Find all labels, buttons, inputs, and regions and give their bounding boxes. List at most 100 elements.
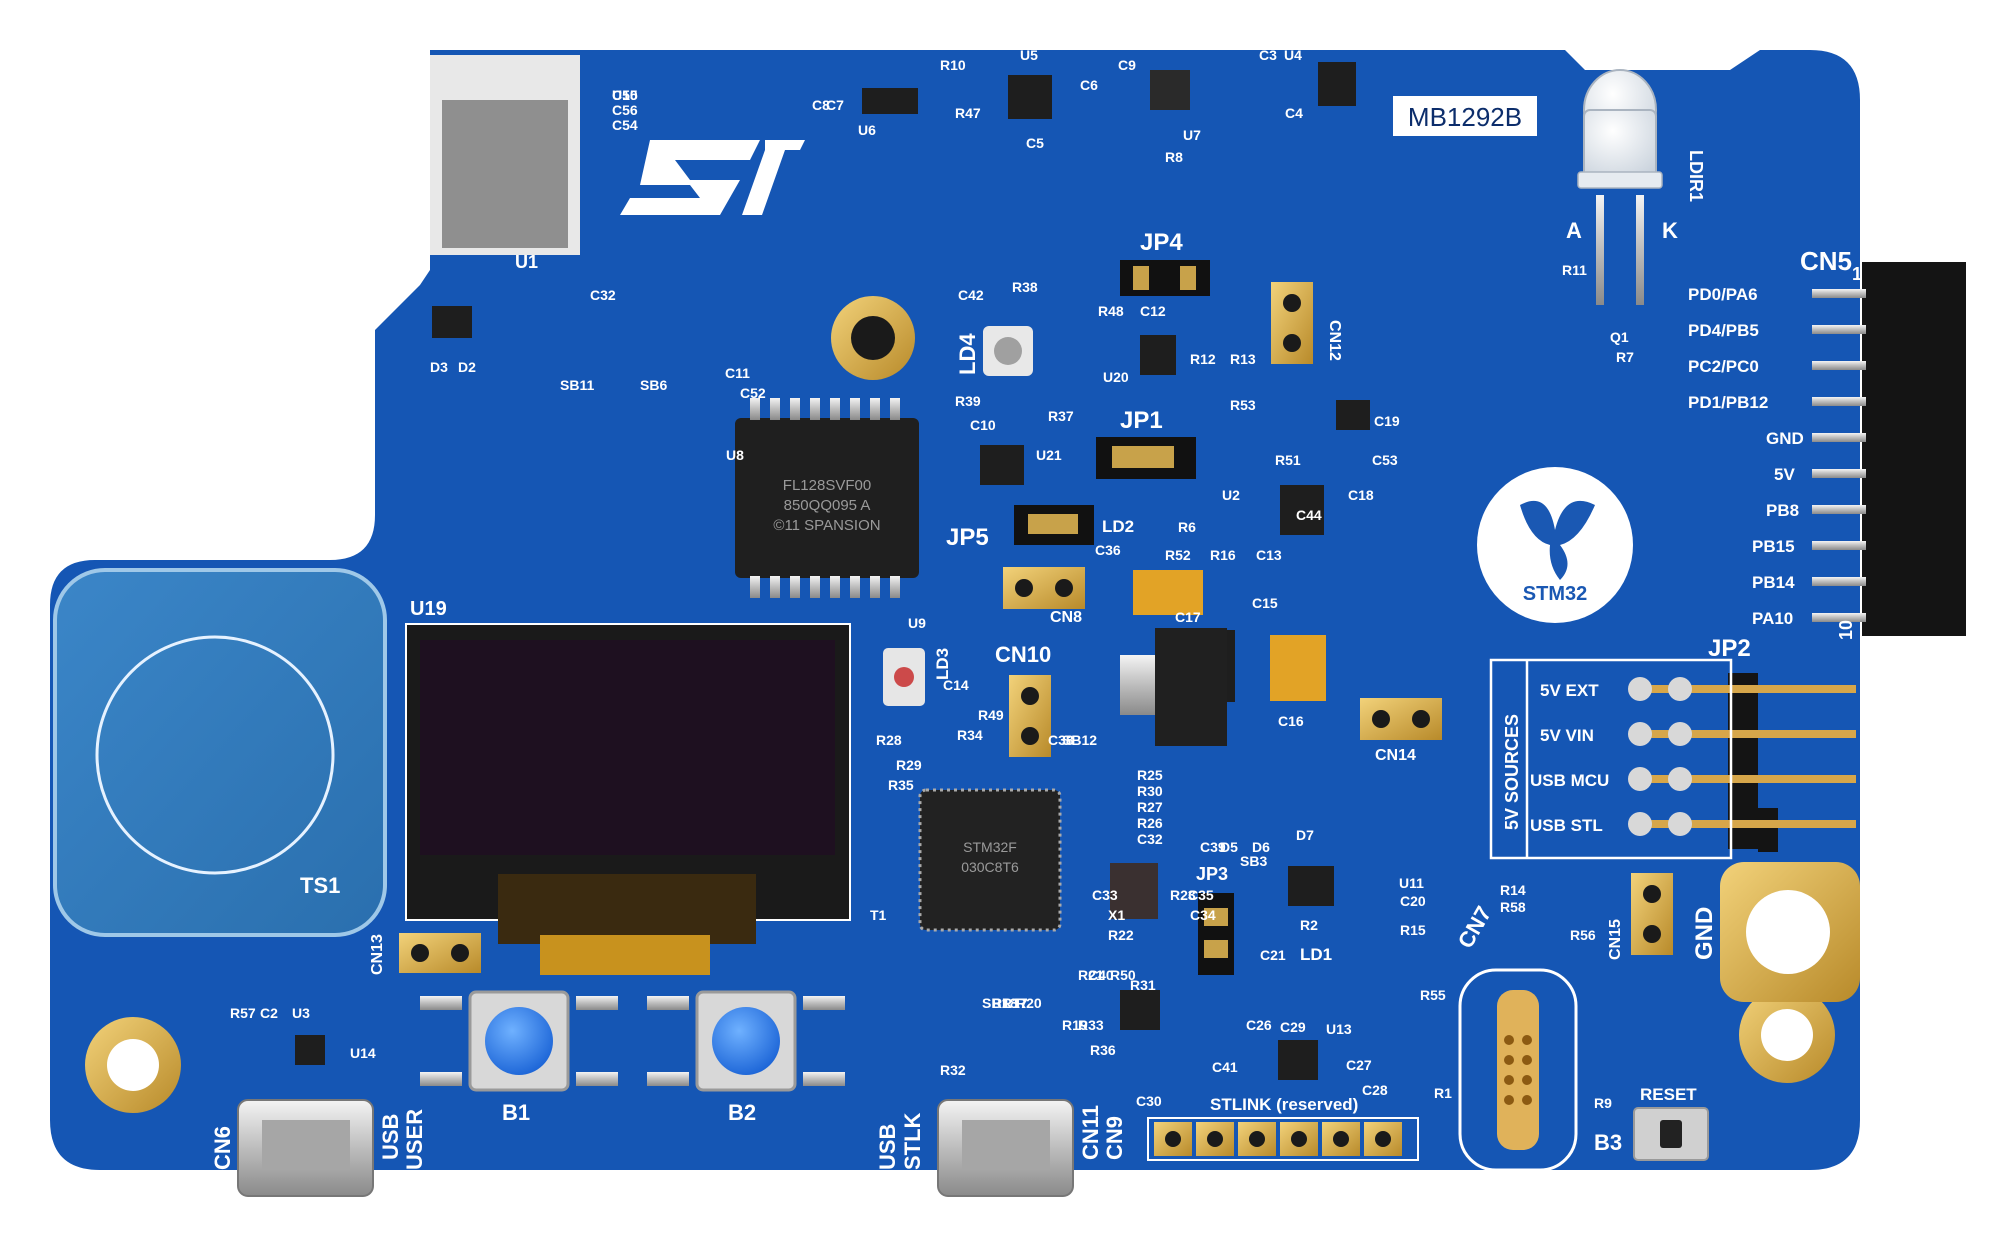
- chip-mcu-u15: STM32F 030C8T6: [918, 788, 1062, 932]
- ref-d5: D5: [1220, 839, 1238, 855]
- ref-r12: R12: [1190, 351, 1216, 367]
- gnd-pad: [1720, 862, 1860, 1002]
- ref-r49: R49: [978, 707, 1004, 723]
- ref-sb12: SB12: [1062, 732, 1097, 748]
- ref-c52: C52: [740, 385, 766, 401]
- jp5-label: JP5: [946, 524, 989, 551]
- cn5-pin-10: 10: [1836, 620, 1856, 640]
- user-button-b1[interactable]: [420, 990, 618, 1092]
- board-id-text: MB1292B: [1408, 102, 1522, 132]
- ref-c9: C9: [1118, 57, 1136, 73]
- ref-r34: R34: [957, 727, 983, 743]
- ref-r51: R51: [1275, 452, 1301, 468]
- cn5-pin-label-10: PA10: [1752, 609, 1793, 628]
- u8-marking-1: FL128SVF00: [783, 477, 871, 494]
- ref-c41: C41: [1212, 1059, 1238, 1075]
- ref-c10: C10: [970, 417, 996, 433]
- stm32-badge-text: STM32: [1523, 583, 1587, 605]
- ref-c28: C28: [1362, 1082, 1388, 1098]
- ref-c19: C19: [1374, 413, 1400, 429]
- ref-r22: R22: [1108, 927, 1134, 943]
- ref-u20: U20: [1103, 369, 1129, 385]
- ld2-label: LD2: [1102, 517, 1134, 536]
- reset-button-b3[interactable]: [1633, 1107, 1709, 1161]
- ref-r35: R35: [888, 777, 914, 793]
- ref-c20: C20: [1400, 893, 1426, 909]
- jp2-option-2: 5V VIN: [1540, 726, 1594, 745]
- b1-label: B1: [502, 1100, 530, 1125]
- user-button-b2[interactable]: [647, 990, 845, 1092]
- ref-r58: R58: [1500, 899, 1526, 915]
- ref-c54: C54: [612, 117, 638, 133]
- ref-c2: C2: [260, 1005, 278, 1021]
- ref-c18: C18: [1348, 487, 1374, 503]
- u8-marking-3: ©11 SPANSION: [773, 517, 880, 534]
- usb-port-cn11[interactable]: [937, 1099, 1074, 1197]
- ref-c30: C30: [1136, 1093, 1162, 1109]
- stlink-label: STLINK (reserved): [1210, 1095, 1358, 1114]
- stlink-header: STLINK (reserved): [1147, 1095, 1419, 1161]
- b2-label: B2: [728, 1100, 756, 1125]
- ref-r9: R9: [1594, 1095, 1612, 1111]
- ref-u13: U13: [1326, 1021, 1352, 1037]
- ref-c38: C38: [1048, 732, 1074, 748]
- cn11-stlk-label: STLK: [900, 1112, 925, 1170]
- ref-c14: C14: [943, 677, 969, 693]
- ref-r20: R20: [1016, 995, 1042, 1011]
- ref-c32: C32: [590, 287, 616, 303]
- cn13-label: CN13: [369, 934, 386, 975]
- cn5-pin-1: 1: [1852, 264, 1862, 284]
- u8-marking-2: 850QQ095 A: [784, 497, 871, 514]
- regulator-u9: [1120, 628, 1227, 746]
- ref-r14: R14: [1500, 882, 1526, 898]
- ref-r31: R31: [1130, 977, 1156, 993]
- cn6-user-label: USER: [402, 1109, 427, 1170]
- ref-c15: C15: [1252, 595, 1278, 611]
- ref-r55: R55: [1420, 987, 1446, 1003]
- usb-port-cn6[interactable]: [237, 1099, 374, 1197]
- silkscreen-labels: CN5 1 10 PD0/PA6 PD4/PB5 PC2/PC0 PD1/PB1…: [210, 150, 1862, 1170]
- ref-u14: U14: [350, 1045, 376, 1061]
- cn5-pin-label-1: PD0/PA6: [1688, 285, 1758, 304]
- ref-r50: R50: [1110, 967, 1136, 983]
- ref-r57: R57: [230, 1005, 256, 1021]
- board-id-label: MB1292B: [1393, 96, 1537, 136]
- ref-c40: C40: [1088, 967, 1114, 983]
- cn5-pin-label-4: PD1/PB12: [1688, 393, 1768, 412]
- ref-c27: C27: [1346, 1057, 1372, 1073]
- ref-r17: R17: [1002, 995, 1028, 1011]
- ref-sb3: SB3: [1240, 853, 1267, 869]
- st-logo: [620, 140, 805, 215]
- jp3-label: JP3: [1196, 864, 1228, 884]
- ref-r29: R29: [896, 757, 922, 773]
- ref-d7: D7: [1296, 827, 1314, 843]
- ref-c32: C32: [1137, 831, 1163, 847]
- reset-label: RESET: [1640, 1085, 1697, 1104]
- module-u1: [430, 55, 580, 255]
- ref-u4: U4: [1284, 47, 1302, 63]
- ref-u7: U7: [1183, 127, 1201, 143]
- ref-r52: R52: [1165, 547, 1191, 563]
- jp2-option-3: USB MCU: [1530, 771, 1609, 790]
- ref-u2: U2: [1222, 487, 1240, 503]
- ref-sb11: SB11: [560, 377, 594, 393]
- ld4-label: LD4: [955, 333, 980, 375]
- cn5-pin-label-9: PB14: [1752, 573, 1795, 592]
- ref-c55: C55: [612, 87, 638, 103]
- cn14-label: CN14: [1375, 747, 1416, 764]
- jp2-option-4: USB STL: [1530, 816, 1603, 835]
- cn5-pin-label-3: PC2/PC0: [1688, 357, 1759, 376]
- ref-u10: U10: [612, 87, 638, 103]
- ref-u9: U9: [908, 615, 926, 631]
- jp2-box-title: 5V SOURCES: [1502, 714, 1522, 830]
- jp4-label: JP4: [1140, 229, 1183, 256]
- ref-u11: U11: [1399, 875, 1424, 891]
- u1-label: U1: [515, 252, 538, 272]
- ref-r16: R16: [1210, 547, 1236, 563]
- cn11-label: CN11: [1078, 1105, 1103, 1160]
- ref-u3: U3: [292, 1005, 310, 1021]
- oled-display: U19: [405, 598, 851, 975]
- ref-x1: X1: [1108, 907, 1125, 923]
